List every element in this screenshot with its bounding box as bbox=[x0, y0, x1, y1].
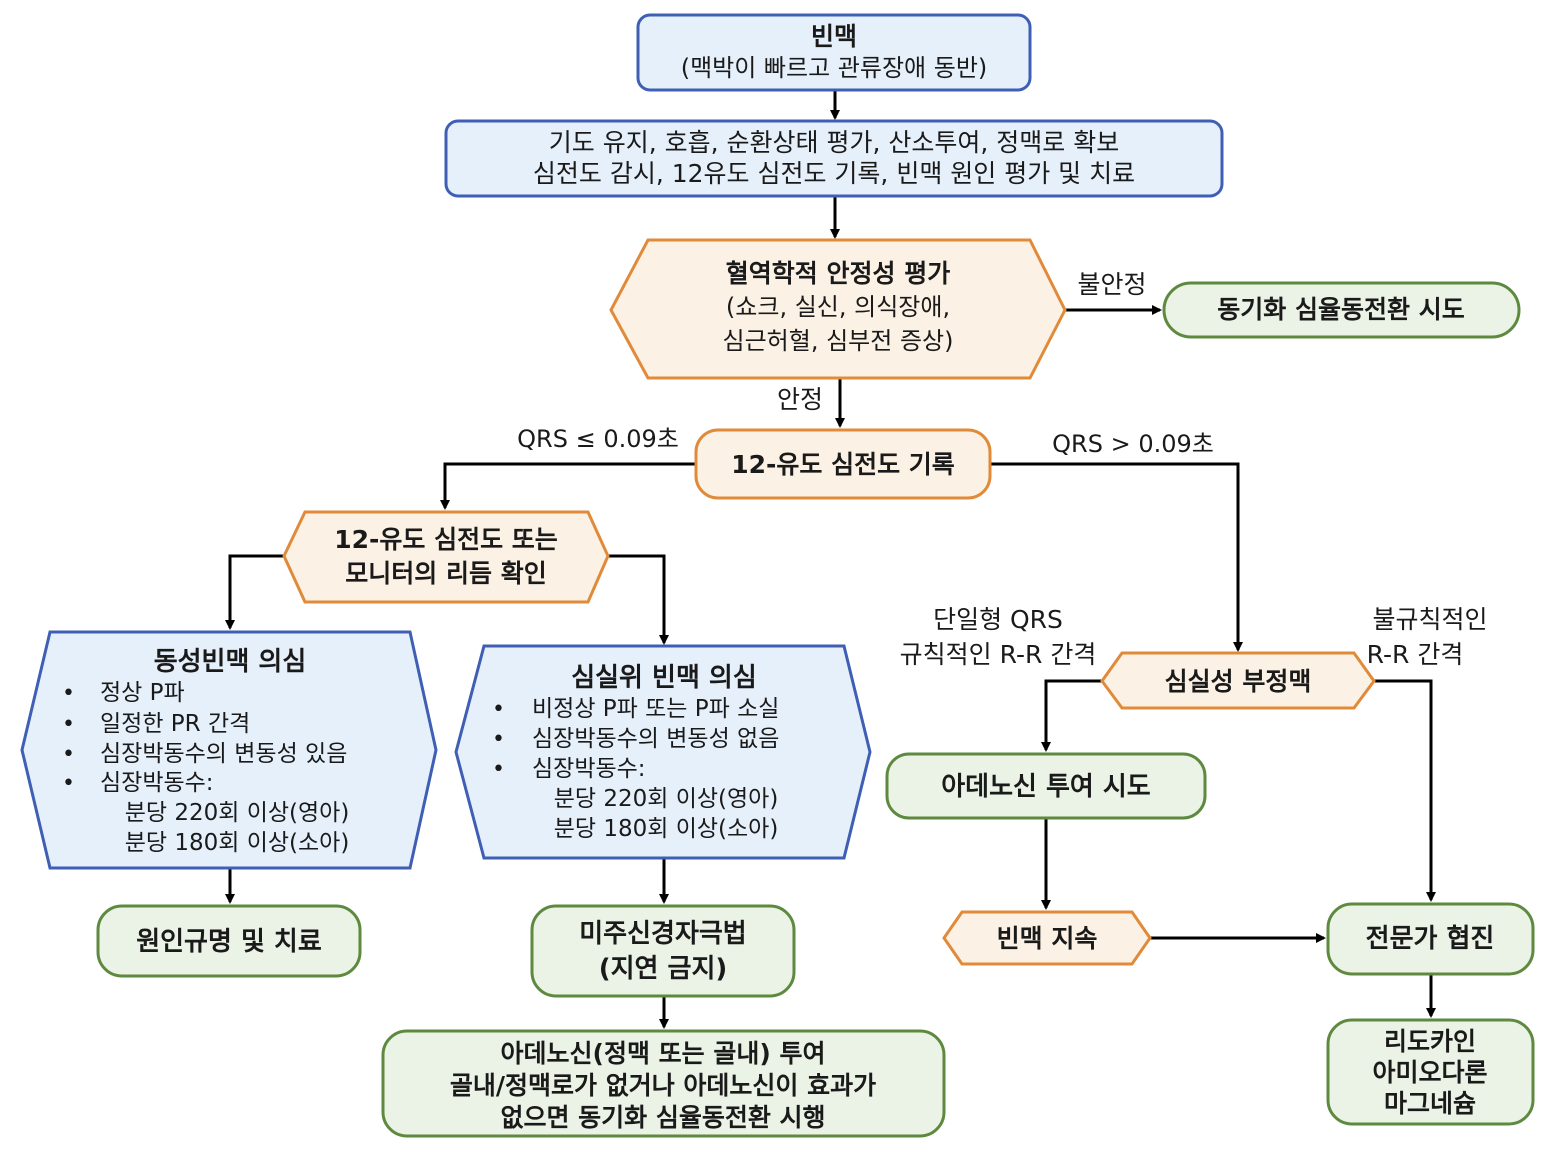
node-initial-care-line1: 기도 유지, 호흡, 순환상태 평가, 산소투여, 정맥로 확보 bbox=[549, 128, 1119, 157]
node-drugs-line1: 리도카인 bbox=[1384, 1027, 1476, 1056]
node-svt-bullet-3: 심장박동수: bbox=[532, 756, 646, 782]
node-cardioversion-label: 동기화 심율동전환 시도 bbox=[1217, 295, 1464, 324]
node-cardioversion: 동기화 심율동전환 시도 bbox=[1162, 281, 1521, 339]
bullet-dot: • bbox=[62, 681, 75, 706]
node-tachycardia: 빈맥 (맥박이 빠르고 관류장애 동반) bbox=[636, 13, 1032, 92]
node-drugs-line2: 아미오다론 bbox=[1372, 1058, 1487, 1087]
bullet-dot: • bbox=[492, 697, 505, 722]
node-tachycardia-subtitle: (맥박이 빠르고 관류장애 동반) bbox=[681, 54, 988, 82]
label-irregular-1: 불규칙적인 bbox=[1372, 605, 1487, 634]
label-monomorphic-2: 규칙적인 R-R 간격 bbox=[900, 640, 1097, 669]
node-ecg12-label: 12-유도 심전도 기록 bbox=[731, 450, 955, 479]
node-svt-rate1: 분당 220회 이상(영아) bbox=[554, 786, 779, 812]
node-svt: 심실위 빈맥 의심 • 비정상 P파 또는 P파 소실 • 심장박동수의 변동성… bbox=[454, 644, 872, 860]
label-irregular-2: R-R 간격 bbox=[1367, 640, 1464, 669]
node-vagal: 미주신경자극법 (지연 금지) bbox=[530, 904, 796, 998]
node-rhythm-check-line1: 12-유도 심전도 또는 bbox=[334, 525, 558, 554]
node-vagal-line2: (지연 금지) bbox=[599, 954, 728, 984]
label-monomorphic-1: 단일형 QRS bbox=[933, 605, 1063, 634]
node-sinus-bullet-4: 심장박동수: bbox=[100, 770, 214, 796]
node-hemodynamic-title: 혈역학적 안정성 평가 bbox=[726, 259, 950, 288]
node-sinus-bullet-3: 심장박동수의 변동성 있음 bbox=[100, 741, 347, 767]
node-adenosine-try: 아데노신 투여 시도 bbox=[885, 752, 1207, 820]
arrow-rhythm-to-svt bbox=[608, 554, 669, 645]
arrow-ecg-wide bbox=[990, 462, 1243, 652]
bullet-dot: • bbox=[492, 757, 505, 782]
node-initial-care: 기도 유지, 호흡, 순환상태 평가, 산소투여, 정맥로 확보 심전도 감시,… bbox=[444, 119, 1224, 198]
node-svt-rate2: 분당 180회 이상(소아) bbox=[554, 816, 779, 842]
node-initial-care-line2: 심전도 감시, 12유도 심전도 기록, 빈맥 원인 평가 및 치료 bbox=[533, 159, 1135, 188]
arrow-wide-to-expert bbox=[1374, 679, 1436, 902]
node-persist-label: 빈맥 지속 bbox=[997, 924, 1098, 953]
connectors bbox=[225, 90, 1436, 1029]
node-vagal-line1: 미주신경자극법 bbox=[579, 919, 746, 949]
node-expert-label: 전문가 협진 bbox=[1366, 924, 1495, 954]
node-persist: 빈맥 지속 bbox=[942, 910, 1152, 966]
node-drugs: 리도카인 아미오다론 마그네슘 bbox=[1326, 1018, 1535, 1126]
node-sinus-bullet-1: 정상 P파 bbox=[100, 680, 185, 706]
label-narrow-qrs: QRS ≤ 0.09초 bbox=[517, 425, 679, 453]
label-unstable: 불안정 bbox=[1077, 270, 1146, 299]
node-adenosine-svt-line1: 아데노신(정맥 또는 골내) 투여 bbox=[501, 1039, 826, 1068]
node-drugs-line3: 마그네슘 bbox=[1384, 1089, 1476, 1118]
bullet-dot: • bbox=[62, 712, 75, 737]
bullet-dot: • bbox=[62, 742, 75, 767]
arrow-rhythm-to-sinus bbox=[225, 554, 284, 630]
node-ecg12: 12-유도 심전도 기록 bbox=[694, 428, 992, 500]
node-adenosine-svt-line3: 없으면 동기화 심율동전환 시행 bbox=[500, 1103, 825, 1132]
label-wide-qrs: QRS > 0.09초 bbox=[1052, 430, 1214, 458]
node-rhythm-check: 12-유도 심전도 또는 모니터의 리듬 확인 bbox=[282, 510, 610, 604]
node-expert: 전문가 협진 bbox=[1326, 902, 1535, 976]
arrow-ecg-narrow bbox=[440, 462, 696, 510]
node-svt-title: 심실위 빈맥 의심 bbox=[571, 663, 757, 693]
node-cause-treat-label: 원인규명 및 치료 bbox=[136, 927, 322, 957]
node-wide-qrs: 심실성 부정맥 bbox=[1100, 651, 1376, 710]
node-sinus-rate1: 분당 220회 이상(영아) bbox=[125, 800, 350, 826]
node-rhythm-check-line2: 모니터의 리듬 확인 bbox=[345, 559, 546, 588]
node-wide-qrs-label: 심실성 부정맥 bbox=[1165, 667, 1312, 696]
node-sinus-rate2: 분당 180회 이상(소아) bbox=[125, 830, 350, 856]
bullet-dot: • bbox=[492, 727, 505, 752]
arrow-wide-to-adenosine bbox=[1041, 679, 1102, 752]
node-svt-bullet-1: 비정상 P파 또는 P파 소실 bbox=[532, 696, 779, 722]
node-hemodynamic-line2: 심근허혈, 심부전 증상) bbox=[723, 327, 954, 355]
node-cause-treat: 원인규명 및 치료 bbox=[96, 904, 362, 978]
node-hemodynamic: 혈역학적 안정성 평가 (쇼크, 실신, 의식장애, 심근허혈, 심부전 증상) bbox=[609, 238, 1067, 380]
node-adenosine-svt-line2: 골내/정맥로가 없거나 아데노신이 효과가 bbox=[450, 1071, 876, 1100]
node-adenosine-svt: 아데노신(정맥 또는 골내) 투여 골내/정맥로가 없거나 아데노신이 효과가 … bbox=[381, 1029, 946, 1138]
bullet-dot: • bbox=[62, 771, 75, 796]
node-sinus: 동성빈맥 의심 • 정상 P파 • 일정한 PR 간격 • 심장박동수의 변동성… bbox=[20, 630, 438, 870]
node-sinus-bullet-2: 일정한 PR 간격 bbox=[100, 711, 250, 737]
node-sinus-title: 동성빈맥 의심 bbox=[154, 647, 307, 677]
label-stable: 안정 bbox=[777, 385, 823, 414]
node-hemodynamic-line1: (쇼크, 실신, 의식장애, bbox=[726, 293, 950, 321]
node-adenosine-try-label: 아데노신 투여 시도 bbox=[941, 772, 1151, 802]
node-tachycardia-title: 빈맥 bbox=[811, 22, 857, 51]
node-svt-bullet-2: 심장박동수의 변동성 없음 bbox=[532, 726, 779, 752]
